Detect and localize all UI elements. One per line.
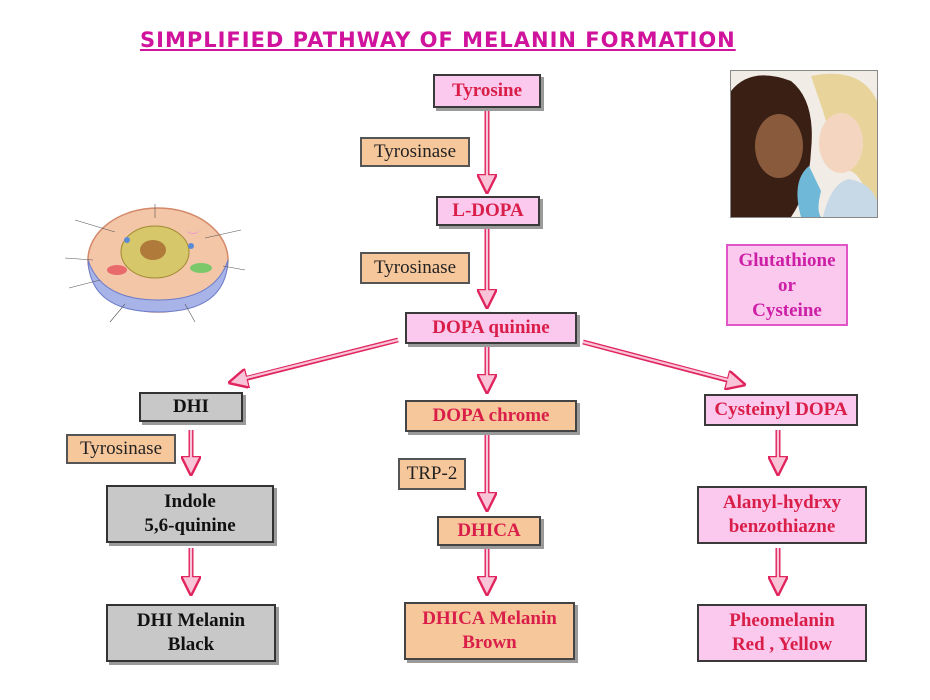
enzyme-tyrosinase-2: Tyrosinase: [360, 252, 470, 284]
node-pheomelanin: Pheomelanin Red , Yellow: [697, 604, 867, 662]
node-dhi-melanin: DHI Melanin Black: [106, 604, 276, 662]
node-dopa-chrome: DOPA chrome: [405, 400, 577, 432]
enzyme-tyrosinase-1: Tyrosinase: [360, 137, 470, 167]
node-alanyl-benzothiazine: Alanyl-hydrxy benzothiazne: [697, 486, 867, 544]
node-cysteinyl-dopa: Cysteinyl DOPA: [704, 394, 858, 426]
enzyme-trp2: TRP-2: [398, 458, 466, 490]
node-dhica: DHICA: [437, 516, 541, 546]
node-dopa-quinine: DOPA quinine: [405, 312, 577, 344]
note-glutathione-cysteine: Glutathione or Cysteine: [726, 244, 848, 326]
enzyme-tyrosinase-3: Tyrosinase: [66, 434, 176, 464]
diagram-title: SIMPLIFIED PATHWAY OF MELANIN FORMATION: [140, 28, 736, 52]
node-indole-quinine: Indole 5,6-quinine: [106, 485, 274, 543]
portrait-image: [731, 71, 877, 217]
node-l-dopa: L-DOPA: [436, 196, 540, 226]
cell-illustration: [64, 204, 246, 323]
portrait-photo: [730, 70, 878, 218]
node-dhica-melanin: DHICA Melanin Brown: [404, 602, 575, 660]
node-tyrosine: Tyrosine: [433, 74, 541, 108]
node-dhi: DHI: [139, 392, 243, 422]
